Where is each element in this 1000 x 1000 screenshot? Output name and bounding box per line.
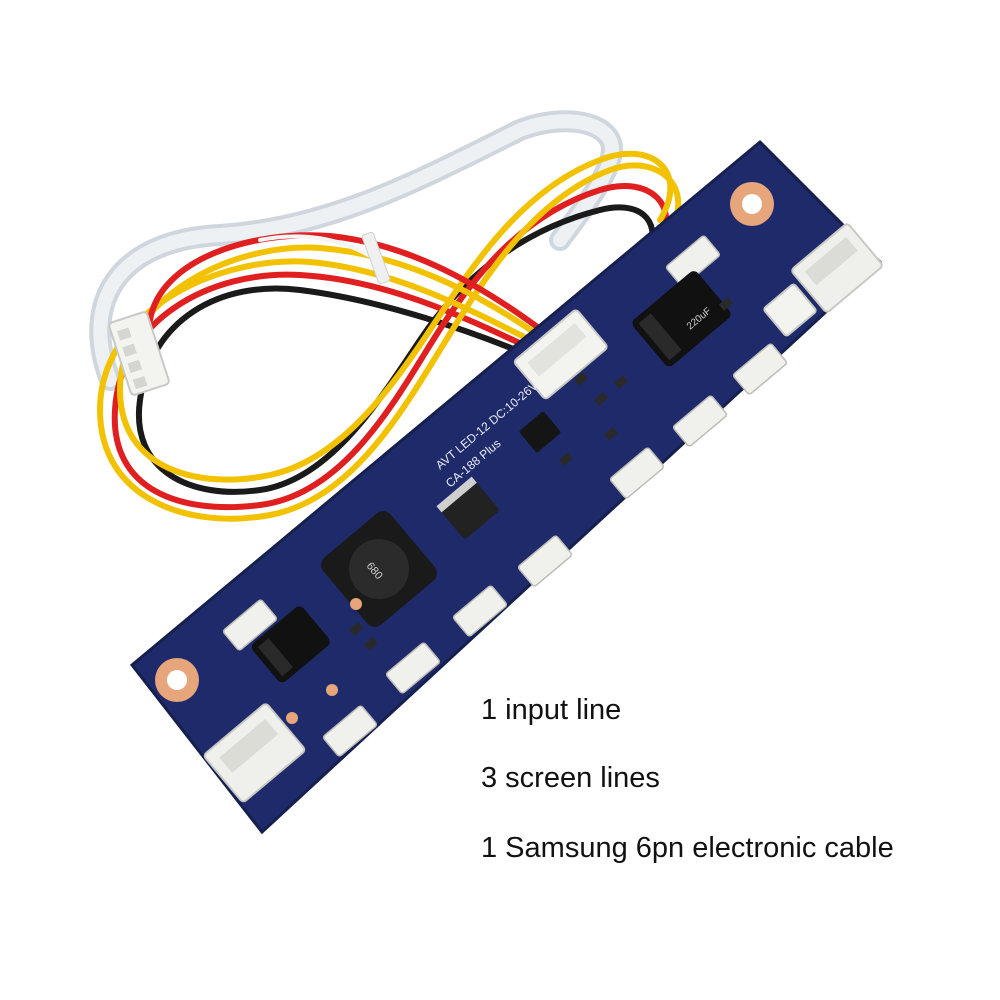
output-connector-right (791, 223, 883, 313)
harness-connector (108, 311, 170, 396)
wire-yellow-2 (116, 150, 674, 483)
wire-yellow-1 (96, 162, 682, 522)
two-pin-connector (763, 283, 817, 337)
caption-screen-lines: 3 screen lines (481, 762, 660, 794)
wire-red-2 (147, 232, 558, 343)
fpc-connectors (222, 235, 788, 757)
pcb-board: AVT LED-12 DC:10-26V CA-188 Plus 220uF 6… (129, 139, 883, 835)
test-pad (326, 684, 338, 696)
mounting-hole-left (155, 658, 199, 702)
test-pad (350, 598, 362, 610)
mounting-hole-right (730, 182, 774, 226)
wire-red-1 (111, 183, 670, 511)
caption-samsung-cable: 1 Samsung 6pn electronic cable (481, 832, 894, 864)
controller-ic (519, 411, 561, 453)
test-pad (286, 712, 298, 724)
wire-harness (96, 150, 682, 522)
electrolytic-capacitor-top (632, 271, 731, 367)
output-connector-left (203, 703, 306, 803)
caption-input-line: 1 input line (481, 694, 622, 726)
wire-white (258, 234, 382, 264)
ribbon-cable (89, 110, 623, 391)
mosfet-chip (436, 476, 499, 539)
input-connector (513, 309, 608, 400)
cable-tie (361, 231, 391, 285)
power-inductor (321, 511, 437, 627)
electrolytic-capacitor-bottom (251, 606, 330, 683)
smd-components (348, 297, 734, 651)
wire-black (135, 204, 656, 495)
